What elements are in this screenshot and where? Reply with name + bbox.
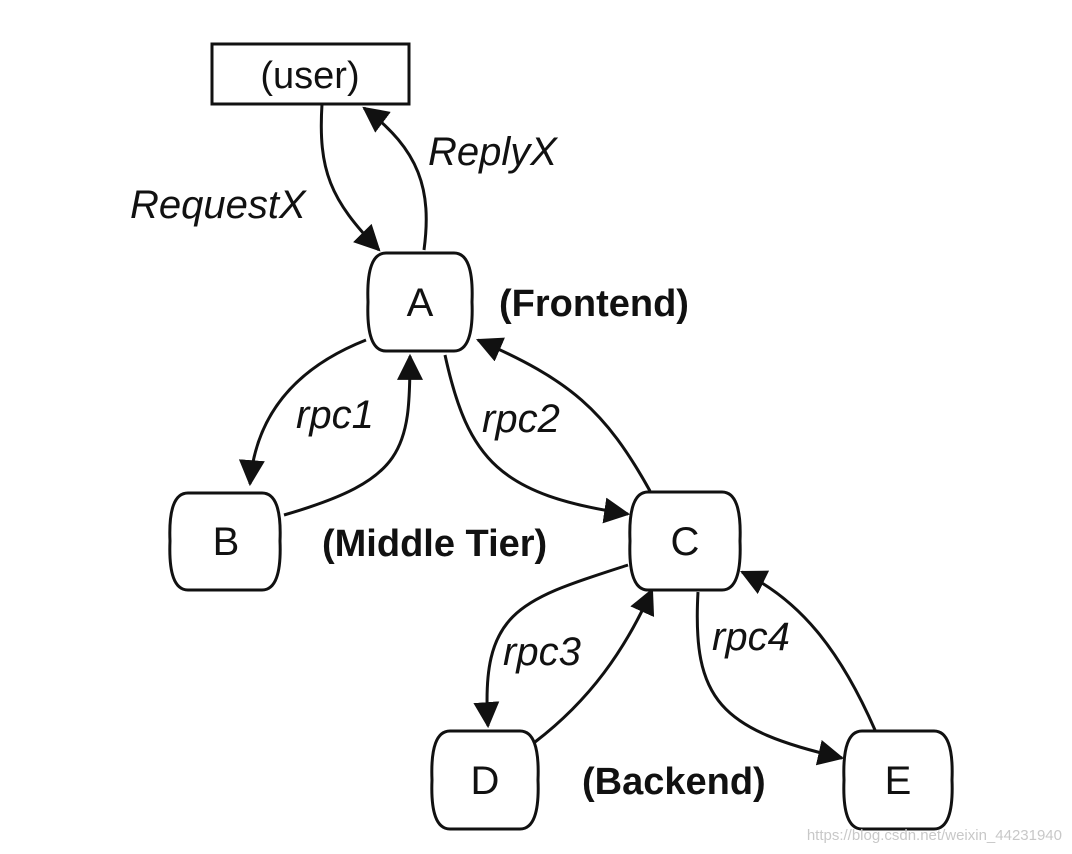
tier-label-middle: (Middle Tier) bbox=[322, 523, 547, 565]
user-box: (user) bbox=[210, 42, 411, 106]
node-b: B bbox=[168, 491, 282, 592]
node-a-label: A bbox=[407, 281, 434, 325]
edge-label-requestx: RequestX bbox=[130, 183, 307, 227]
node-a-shape bbox=[366, 251, 474, 353]
node-a: A bbox=[366, 251, 474, 353]
edge-label-rpc4: rpc4 bbox=[712, 615, 790, 659]
edge-d-to-c bbox=[534, 588, 655, 744]
edge-c-to-e bbox=[695, 591, 845, 766]
user-box-label: (user) bbox=[260, 55, 359, 97]
tier-label-backend: (Backend) bbox=[582, 761, 766, 803]
node-e-shape bbox=[842, 729, 954, 831]
edge-c-to-a bbox=[476, 337, 652, 492]
node-c: C bbox=[628, 490, 742, 592]
edge-b-to-a bbox=[283, 353, 423, 517]
edge-e-to-c bbox=[740, 570, 877, 731]
node-d-label: D bbox=[471, 759, 500, 803]
node-c-shape bbox=[628, 490, 742, 592]
edge-user-to-a bbox=[319, 103, 381, 252]
node-b-shape bbox=[168, 491, 282, 592]
edge-a-to-c bbox=[443, 354, 631, 524]
watermark-text: https://blog.csdn.net/weixin_44231940 bbox=[807, 827, 1062, 844]
edges bbox=[238, 103, 877, 766]
node-d: D bbox=[430, 729, 540, 831]
node-e: E bbox=[842, 729, 954, 831]
edge-a-to-b bbox=[238, 338, 367, 487]
edge-label-rpc3: rpc3 bbox=[503, 630, 581, 674]
tier-label-frontend: (Frontend) bbox=[499, 283, 689, 325]
node-e-label: E bbox=[885, 759, 912, 803]
edge-c-to-d bbox=[473, 563, 629, 729]
edge-label-rpc2: rpc2 bbox=[482, 397, 560, 441]
edge-label-replyx: ReplyX bbox=[428, 130, 558, 174]
edge-a-to-user bbox=[362, 106, 428, 251]
node-d-shape bbox=[430, 729, 540, 831]
node-b-label: B bbox=[213, 520, 240, 564]
edge-label-rpc1: rpc1 bbox=[296, 393, 374, 437]
node-c-label: C bbox=[671, 520, 700, 564]
